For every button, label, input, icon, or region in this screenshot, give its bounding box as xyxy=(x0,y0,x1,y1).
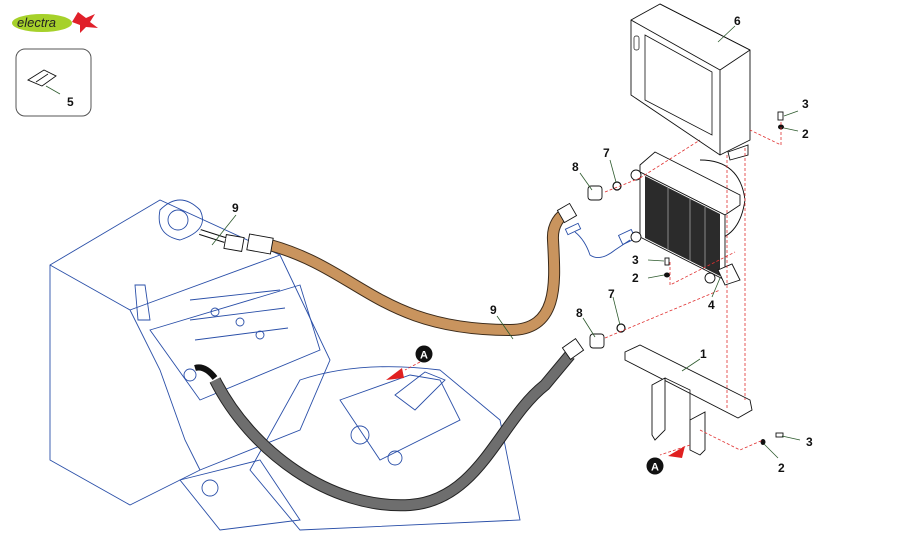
marker-a-lower: A xyxy=(646,457,664,475)
callout-2-upper: 2 xyxy=(802,127,809,141)
callout-9-upper: 9 xyxy=(232,201,239,215)
callout-2-lower: 2 xyxy=(778,461,785,475)
logo-text: electra xyxy=(17,15,56,30)
screw-mid-icon xyxy=(664,257,670,266)
callout-3-lower: 3 xyxy=(806,435,813,449)
supply-hose xyxy=(199,202,578,337)
marker-a-upper: A xyxy=(415,345,433,363)
callout-3-mid: 3 xyxy=(632,253,639,267)
callout-labels: 6 3 2 8 7 9 3 2 4 7 8 9 1 3 2 xyxy=(232,14,813,475)
fittings xyxy=(587,111,784,445)
return-hose xyxy=(194,338,585,512)
assembly-lines xyxy=(404,122,782,456)
marker-a-lower-label: A xyxy=(651,462,659,474)
adapter-upper-icon xyxy=(587,185,603,201)
electra-logo: electra xyxy=(12,12,98,33)
oring-lower-icon xyxy=(616,323,626,333)
callout-9-lower: 9 xyxy=(490,303,497,317)
callout-7-upper: 7 xyxy=(603,146,610,160)
callout-4: 4 xyxy=(708,298,715,312)
washer-mid-icon xyxy=(664,272,670,278)
mounting-bracket xyxy=(624,344,753,456)
arrow-a-lower xyxy=(668,446,685,458)
callout-5: 5 xyxy=(67,95,74,109)
screw-upper-icon xyxy=(777,111,784,121)
marker-a-upper-label: A xyxy=(420,350,428,362)
screw-lower-icon xyxy=(775,432,784,438)
tank-cap xyxy=(158,199,203,241)
callout-8-lower: 8 xyxy=(576,306,583,320)
logo-star-icon xyxy=(72,12,98,33)
callout-2-mid: 2 xyxy=(632,271,639,285)
oil-cooler xyxy=(630,151,746,286)
callout-8-upper: 8 xyxy=(572,160,579,174)
callout-3-upper: 3 xyxy=(802,97,809,111)
callout-6: 6 xyxy=(734,14,741,28)
leader-lines xyxy=(211,25,801,459)
callout-1: 1 xyxy=(700,347,707,361)
callout-7-lower: 7 xyxy=(608,287,615,301)
arrow-a-upper xyxy=(386,368,404,380)
washer-lower-icon xyxy=(760,439,766,445)
adapter-lower-icon xyxy=(589,333,605,349)
machine-frame xyxy=(49,199,521,531)
temperature-sensor xyxy=(564,222,637,259)
inset-part-5: 5 xyxy=(15,48,92,117)
cooler-cover xyxy=(630,3,751,161)
